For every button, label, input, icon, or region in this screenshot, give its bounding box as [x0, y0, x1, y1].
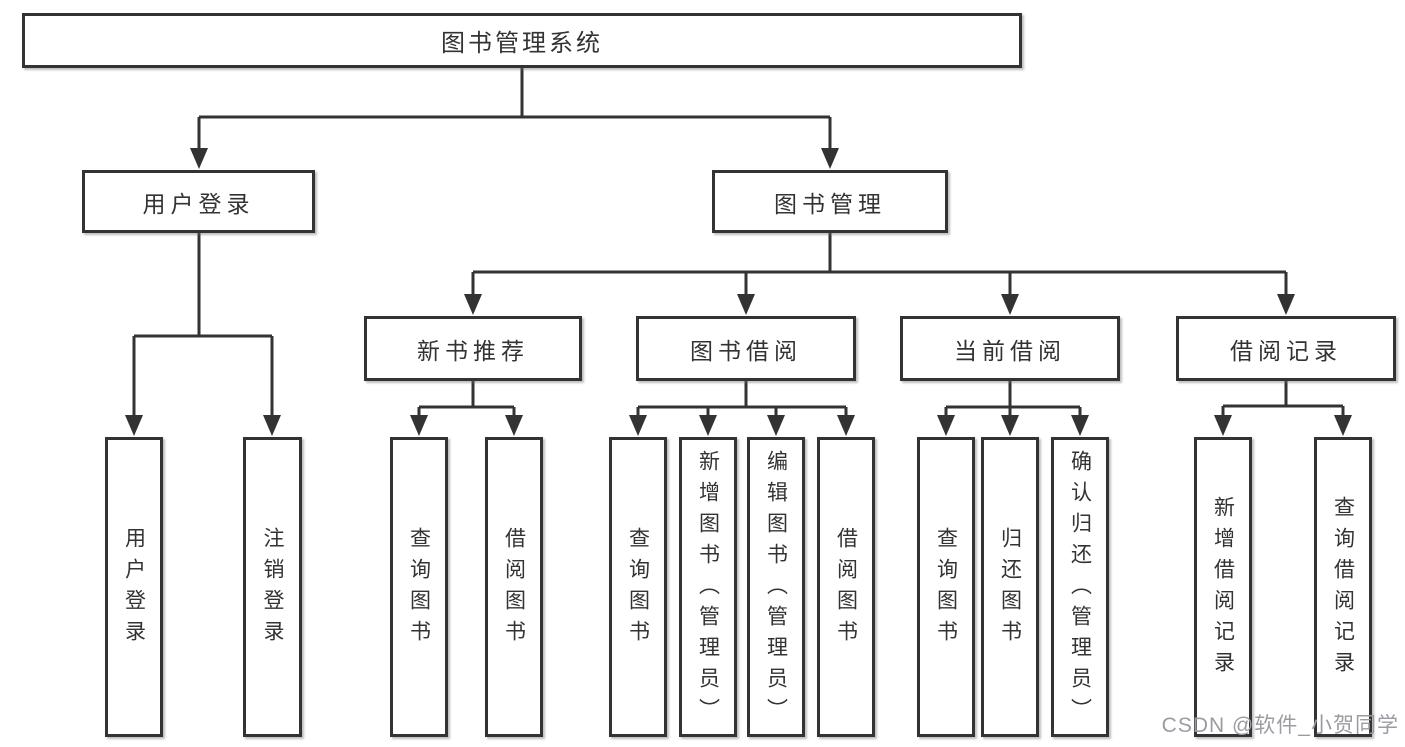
leaf-recommend-borrow-books: 借阅图书: [485, 437, 543, 737]
connector-user-login-branch: [125, 233, 281, 436]
connector-recommend-branch: [410, 381, 523, 436]
node-book-management: 图书管理: [712, 170, 948, 233]
leaf-borrow-edit-books-admin: 编辑图书（管理员）: [747, 437, 805, 737]
node-new-book-recommend: 新书推荐: [364, 316, 582, 381]
connector-book-management-to-level3: [464, 233, 1295, 315]
leaf-current-query-books: 查询图书: [917, 437, 975, 737]
node-current-borrow: 当前借阅: [900, 316, 1120, 381]
node-library-management-system: 图书管理系统: [22, 13, 1022, 68]
leaf-current-return-books: 归还图书: [981, 437, 1039, 737]
connector-root-to-level2: [190, 68, 839, 169]
leaf-borrow-query-books: 查询图书: [609, 437, 667, 737]
leaf-logout: 注销登录: [243, 437, 302, 737]
node-book-borrow: 图书借阅: [636, 316, 856, 381]
leaf-recommend-query-books: 查询图书: [390, 437, 448, 737]
connector-records-branch: [1214, 381, 1352, 436]
connector-borrow-branch: [629, 381, 855, 436]
node-user-login: 用户登录: [82, 170, 315, 233]
connector-current-branch: [937, 381, 1089, 436]
leaf-borrow-borrow-books: 借阅图书: [817, 437, 875, 737]
csdn-watermark: CSDN @软件_小贺同学: [1161, 714, 1399, 737]
node-borrow-records: 借阅记录: [1176, 316, 1396, 381]
leaf-current-confirm-return-admin: 确认归还（管理员）: [1051, 437, 1109, 737]
leaf-records-query-record: 查询借阅记录: [1314, 437, 1372, 737]
leaf-records-add-record: 新增借阅记录: [1194, 437, 1252, 737]
leaf-borrow-add-books-admin: 新增图书（管理员）: [679, 437, 737, 737]
leaf-user-login: 用户登录: [105, 437, 163, 737]
